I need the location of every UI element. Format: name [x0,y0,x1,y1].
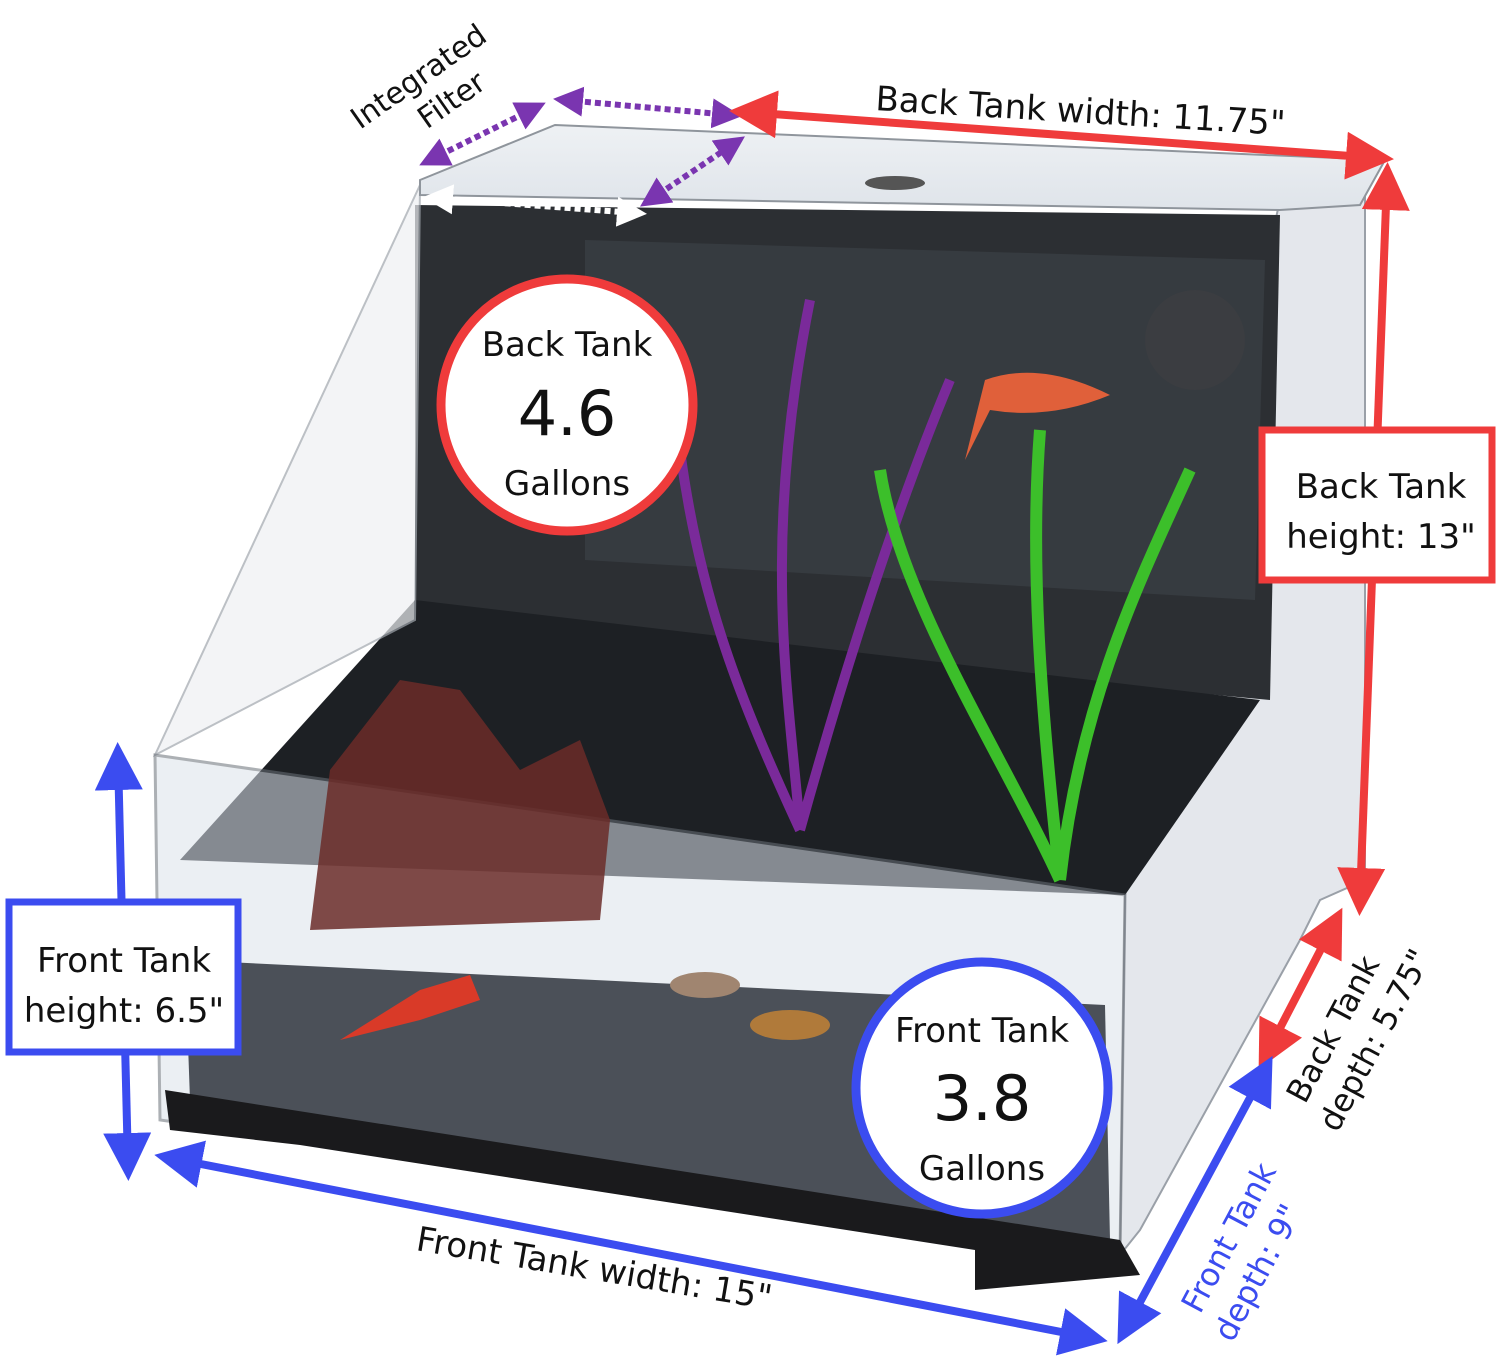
purple-plant [675,299,955,833]
filter-dimension-arrows [419,86,745,227]
back-height-line1: Back Tank [1296,467,1467,507]
aquarium-tank [152,123,1387,1290]
front-height-box: Front Tank height: 6.5" [5,898,242,1056]
betta-fish [965,372,1110,460]
front-width-arrow [154,1140,1108,1356]
filter-intake [1145,290,1245,390]
filter-label: IntegratedFilter [345,18,516,168]
badge-unit: Gallons [919,1149,1045,1189]
front-height-line1: Front Tank [37,941,211,981]
badge-title: Front Tank [895,1011,1069,1051]
front-height-line2: height: 6.5" [24,991,224,1031]
front-depth-label: Front Tankdepth: 9" [1169,1156,1321,1347]
front-width-label: Front Tank width: 15" [414,1219,775,1318]
badge-value: 4.6 [518,377,617,450]
crab [670,972,740,998]
back-depth-arrow [1258,907,1343,1070]
rock [310,680,610,930]
back-width-arrow [729,90,1394,180]
lid-hole [865,176,925,190]
front-depth-arrow [1117,1055,1273,1345]
back-height-line2: height: 13" [1286,517,1476,557]
front-tank-volume-badge: Front Tank 3.8 Gallons [851,957,1113,1219]
back-depth-label: Back Tankdepth: 5.75" [1274,923,1439,1137]
back-height-box: Back Tank height: 13" [1258,426,1496,584]
back-tank-window [585,240,1265,600]
badge-unit: Gallons [504,464,630,504]
green-plant [874,429,1196,883]
badge-title: Back Tank [482,325,653,365]
sloped-glass [152,184,421,758]
crayfish [340,975,480,1040]
badge-value: 3.8 [933,1062,1032,1135]
crab [750,1010,830,1040]
back-tank-volume-badge: Back Tank 4.6 Gallons [436,274,698,536]
